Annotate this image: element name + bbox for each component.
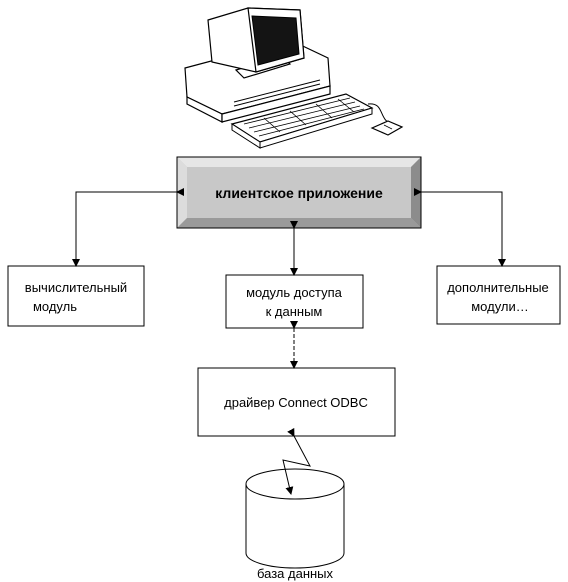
monitor-screen [251, 15, 300, 66]
database-cylinder-icon [245, 468, 345, 569]
compute-module-label-line1: вычислительный [25, 280, 127, 295]
network-link-icon [282, 427, 311, 495]
additional-modules-label-line1: дополнительные [447, 280, 549, 295]
data-access-module-label-line1: модуль доступа [246, 285, 343, 300]
additional-modules-node: дополнительные модули… [436, 265, 561, 325]
client-application-label: клиентское приложение [215, 185, 383, 201]
client-application-node: клиентское приложение [176, 156, 422, 229]
additional-modules-label-line2: модули… [471, 299, 529, 314]
odbc-driver-node: драйвер Connect ODBC [197, 367, 396, 437]
database-label: база данных [257, 566, 334, 581]
odbc-driver-label: драйвер Connect ODBC [224, 395, 368, 410]
data-access-module-node: модуль доступа к данным [225, 274, 364, 329]
connector-client-additional [414, 188, 506, 267]
compute-module-label-line2: модуль [33, 299, 77, 314]
computer-icon [184, 7, 404, 149]
data-access-module-label-line2: к данным [266, 304, 323, 319]
compute-module-node: вычислительный модуль [7, 265, 145, 327]
connector-client-compute [72, 188, 184, 267]
mouse-icon [370, 120, 404, 136]
